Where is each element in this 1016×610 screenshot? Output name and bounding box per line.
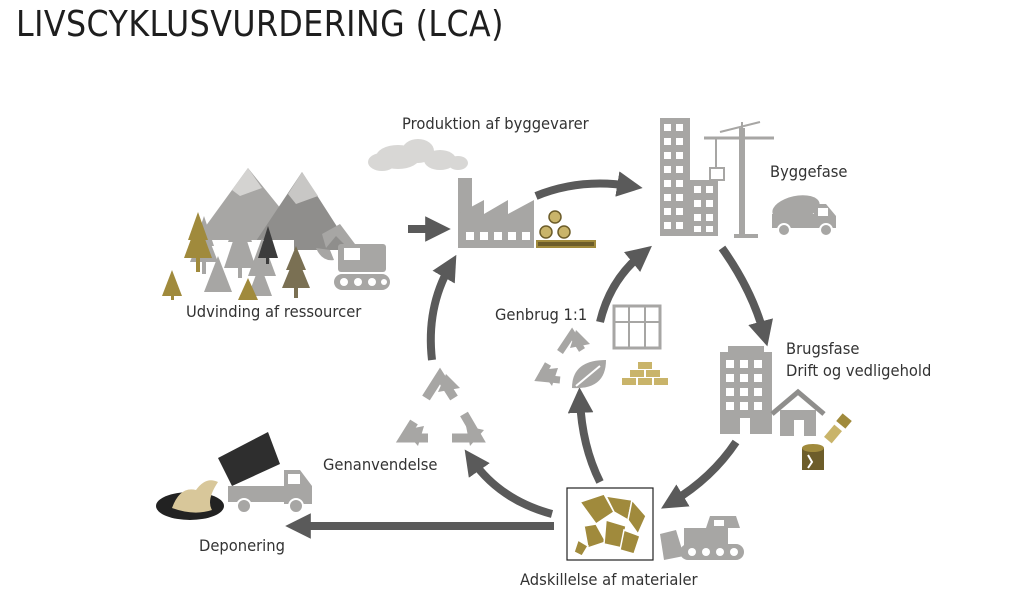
arrow-use-to-separation <box>661 439 740 509</box>
label-separation: Adskillelse af materialer <box>520 570 698 589</box>
arrow-recycling-to-production <box>426 254 457 361</box>
mountain-right <box>250 172 352 250</box>
bricks-icon <box>622 362 668 385</box>
construction-illustration <box>660 118 836 238</box>
arrow-reuse-to-construction <box>596 245 652 323</box>
label-recycling: Genanvendelse <box>323 455 438 474</box>
flow-arrows <box>285 171 773 539</box>
label-use-line1: Brugsfase <box>786 339 860 358</box>
arrow-separation-to-recycling <box>464 449 554 518</box>
landfill-illustration <box>156 432 312 520</box>
dump-truck-icon <box>218 432 312 514</box>
label-construction: Byggefase <box>770 162 848 181</box>
arrow-construction-to-use <box>718 245 773 347</box>
office-building-icon <box>720 346 772 434</box>
extraction-illustration <box>162 168 390 300</box>
cloud-icon <box>368 139 468 171</box>
label-extraction: Udvinding af ressourcer <box>186 302 362 321</box>
page-title: LIVSCYKLUSVURDERING (LCA) <box>16 4 504 45</box>
recycle-leaf-icon <box>534 327 590 386</box>
use-illustration <box>720 346 852 470</box>
bulldozer-icon <box>660 516 744 560</box>
sand-pile-icon <box>172 480 218 513</box>
factory-icon <box>458 178 534 248</box>
arrow-separation-to-reuse <box>567 387 604 484</box>
label-use: Brugsfase Drift og vedligehold <box>786 338 931 382</box>
label-production: Produktion af byggevarer <box>402 114 589 133</box>
window-icon <box>612 304 662 350</box>
crane-icon <box>704 121 774 238</box>
coils-icon <box>536 210 596 248</box>
rubble-icon <box>573 493 647 557</box>
mixer-truck-icon <box>772 195 836 237</box>
paint-brush-icon <box>824 413 852 444</box>
tree-icon-gold <box>162 212 258 300</box>
tree-icon-dark <box>258 226 278 264</box>
tree-icon-olive <box>282 246 310 298</box>
separation-illustration <box>566 487 744 561</box>
arrow-production-to-construction <box>534 171 643 200</box>
label-landfill: Deponering <box>199 536 285 555</box>
label-reuse: Genbrug 1:1 <box>495 305 588 324</box>
label-use-line2: Drift og vedligehold <box>786 361 932 380</box>
building-icon <box>660 118 718 236</box>
recycle-icon <box>395 367 486 446</box>
excavator-icon <box>316 224 390 290</box>
house-icon <box>770 388 826 436</box>
reuse-illustration <box>534 304 668 389</box>
production-illustration <box>368 139 596 248</box>
paint-bucket-icon <box>802 444 824 470</box>
